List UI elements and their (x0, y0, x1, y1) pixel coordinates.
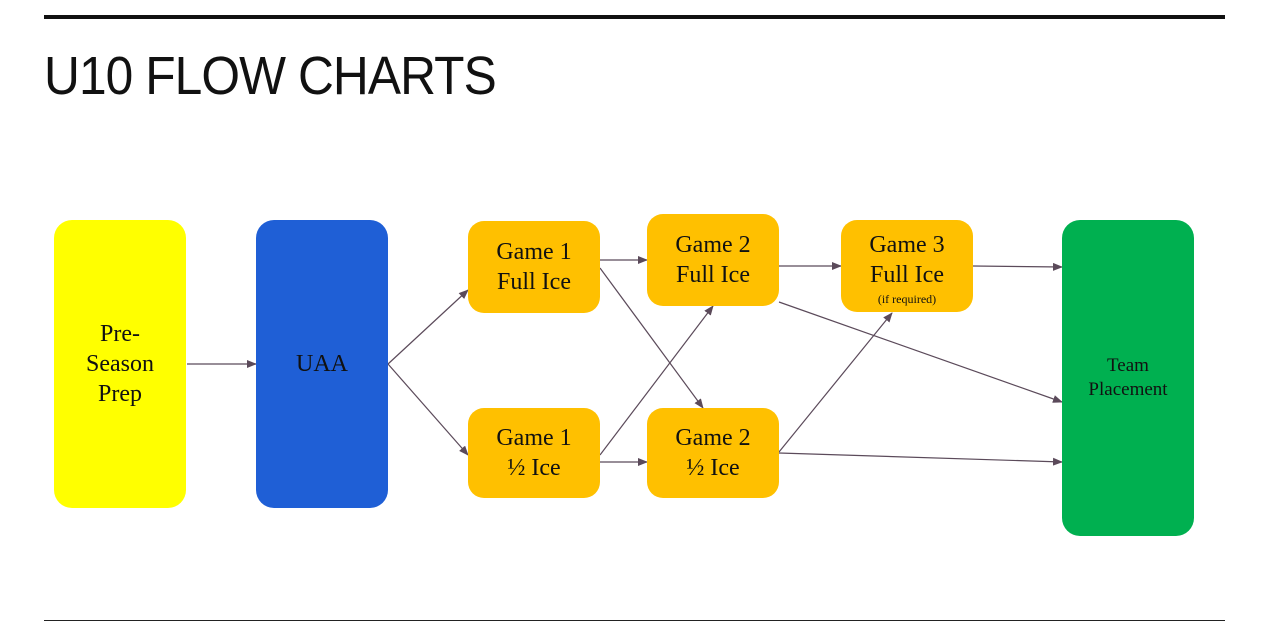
arrow-game2-half-to-game3 (778, 312, 893, 453)
node-game2-half-ice: Game 2 ½ Ice (647, 408, 779, 498)
node-label: Pre- Season Prep (86, 321, 154, 407)
node-game3-full-ice: Game 3 Full Ice (if required) (841, 220, 973, 312)
node-game1-full-ice: Game 1 Full Ice (468, 221, 600, 313)
top-rule (44, 15, 1225, 19)
node-label: Game 3 Full Ice (869, 232, 945, 288)
arrow-game1-half-to-game2-full (599, 305, 714, 456)
arrow-uaa-to-game1-full (387, 289, 469, 365)
node-note: (if required) (877, 292, 937, 306)
arrow-game1-full-to-game2-half (599, 267, 704, 409)
page-title: U10 FLOW CHARTS (44, 46, 497, 106)
node-preseason-prep: Pre- Season Prep (54, 220, 186, 508)
node-label: UAA (296, 351, 348, 377)
node-game2-full-ice: Game 2 Full Ice (647, 214, 779, 306)
node-game1-half-ice: Game 1 ½ Ice (468, 408, 600, 498)
node-label: Game 1 Full Ice (496, 239, 572, 295)
arrow-uaa-to-game1-half (387, 363, 469, 456)
arrow-game2-half-to-placement (778, 452, 1063, 466)
arrow-game2-full-to-placement (778, 301, 1063, 403)
node-team-placement: Team Placement (1062, 220, 1194, 536)
node-label: Team Placement (1088, 355, 1168, 400)
node-label: Game 2 ½ Ice (675, 425, 751, 481)
node-label: Game 2 Full Ice (675, 232, 751, 288)
arrow-game3-to-placement (972, 262, 1063, 271)
node-uaa: UAA (256, 220, 388, 508)
node-label: Game 1 ½ Ice (496, 425, 572, 481)
bottom-rule (44, 620, 1225, 621)
